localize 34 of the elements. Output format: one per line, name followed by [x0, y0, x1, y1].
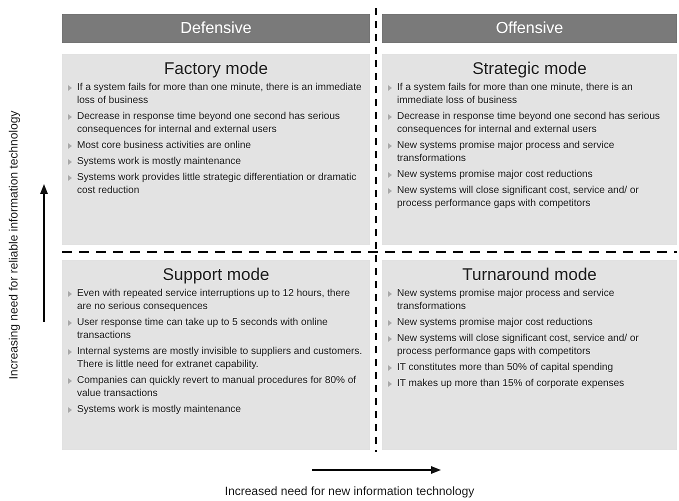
column-heading: Offensive: [496, 18, 564, 38]
bullet-text: New systems will close significant cost, service and/ or process performance gaps with competitors: [397, 184, 640, 210]
bullet-text: Decrease in response time beyond one second has serious consequences for internal and external users: [397, 110, 661, 136]
mode-heading: Factory mode: [163, 59, 269, 79]
bullet-text: New systems promise major process and service transformations: [397, 139, 616, 165]
bullet-text: New systems promise major process and service transformations: [397, 287, 616, 313]
bullet-text: If a system fails for more than one minute, there is an immediate loss of business: [77, 81, 363, 107]
column-header-band: [382, 14, 677, 43]
bullet-text: Most core business activities are online: [77, 139, 251, 152]
axis-label: Increasing need for reliable information technology: [5, 110, 21, 380]
bullet-text: Systems work is mostly maintenance: [77, 403, 241, 416]
mode-heading: Turnaround mode: [461, 265, 598, 285]
quadrant-panel: [382, 54, 677, 245]
quadrant-panel: [62, 54, 370, 245]
bullet-text: New systems will close significant cost, service and/ or process performance gaps with competitors: [397, 332, 640, 358]
bullet-text: IT makes up more than 15% of corporate expenses: [397, 377, 624, 390]
bullet-text: New systems promise major cost reductions: [397, 316, 593, 329]
column-header-band: [62, 14, 370, 43]
quadrant-panel: [382, 260, 677, 450]
bullet-text: If a system fails for more than one minute, there is an immediate loss of business: [397, 81, 634, 107]
column-heading: Defensive: [180, 18, 252, 38]
bullet-text: IT constitutes more than 50% of capital spending: [397, 361, 614, 374]
bullet-text: New systems promise major cost reductions: [397, 168, 593, 181]
axis-label: Increased need for new information technology: [224, 483, 474, 500]
bullet-text: Companies can quickly revert to manual procedures for 80% of value transactions: [77, 374, 358, 400]
bullet-text: Systems work is mostly maintenance: [77, 155, 241, 168]
bullet-text: Internal systems are mostly invisible to suppliers and customers. There is little need for extranet capability.: [77, 345, 364, 371]
bullet-text: User response time can take up to 5 seconds with online transactions: [77, 316, 329, 342]
bullet-text: Decrease in response time beyond one second has serious consequences for internal and external users: [77, 110, 341, 136]
quadrant-panel: [62, 260, 370, 450]
bullet-text: Even with repeated service interruptions up to 12 hours, there are no serious consequences: [77, 287, 351, 313]
mode-heading: Strategic mode: [471, 59, 588, 79]
mode-heading: Support mode: [162, 265, 270, 285]
bullet-text: Systems work provides little strategic differentiation or dramatic cost reduction: [77, 171, 358, 197]
